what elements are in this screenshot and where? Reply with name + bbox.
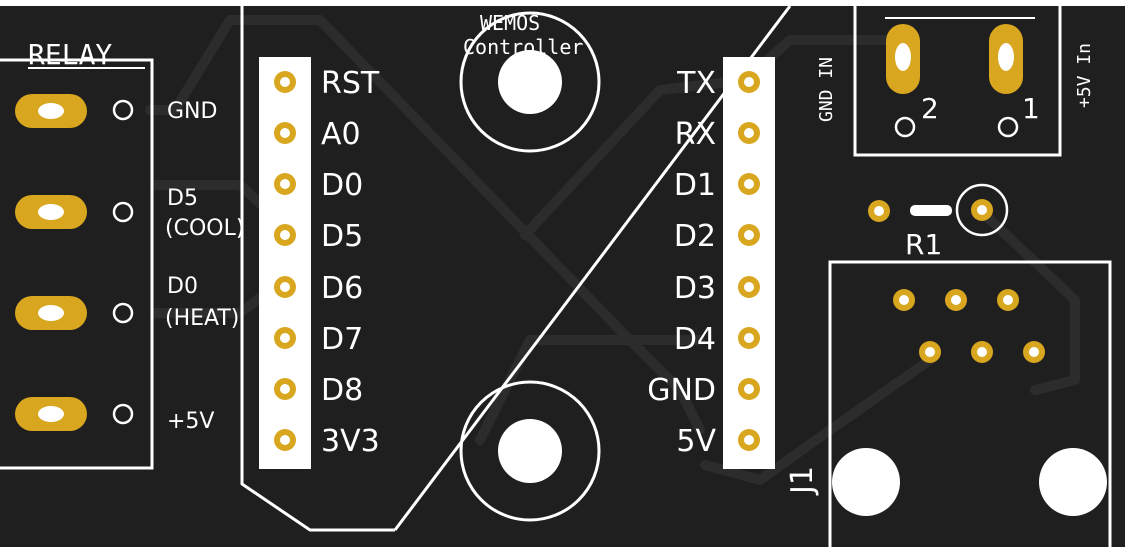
pin-label: D2	[674, 219, 716, 254]
mounting-hole	[498, 419, 562, 483]
connector-mount-hole	[832, 448, 900, 516]
header-pad-hole	[280, 179, 290, 189]
pin-label: D4	[674, 322, 716, 357]
header-pad-hole	[744, 435, 754, 445]
pin-label: 3V3	[321, 424, 380, 459]
wemos-outline-left	[240, 6, 395, 532]
connector-pad-hole	[951, 295, 961, 305]
power-via	[997, 116, 1019, 138]
relay-label-5v: +5V	[167, 409, 214, 434]
resistor-label: R1	[905, 228, 942, 261]
connector-pad-hole	[1029, 347, 1039, 357]
mounting-hole-ring	[459, 380, 601, 522]
power-pin-2-label: 2	[921, 92, 939, 125]
pin-label: D8	[321, 373, 363, 408]
relay-pads	[15, 94, 134, 431]
pin-label: D1	[674, 168, 716, 203]
header-right-strip	[723, 57, 775, 469]
resistor-body	[910, 205, 952, 216]
header-pad-hole	[744, 128, 754, 138]
header-pad-hole	[280, 384, 290, 394]
header-pad-hole	[280, 282, 290, 292]
connector-outline	[828, 260, 1112, 547]
header-pad-hole	[744, 333, 754, 343]
mounting-hole-ring	[459, 11, 601, 153]
connector-pads	[893, 289, 1045, 363]
connector-mount-hole	[1039, 448, 1107, 516]
relay-pad-hole	[38, 103, 64, 119]
power-terminal-outline	[853, 6, 1062, 157]
connector-pad-hole	[1003, 295, 1013, 305]
pin-label: RST	[321, 66, 380, 101]
copper-traces	[145, 15, 1080, 485]
header-left-pads	[274, 71, 296, 451]
connector-pad-hole	[925, 347, 935, 357]
power-gnd-label: GND IN	[816, 57, 837, 122]
resistor-pad-hole	[874, 206, 884, 216]
power-pad-hole	[998, 43, 1014, 71]
connector-pad-hole	[899, 295, 909, 305]
header-pad-hole	[280, 435, 290, 445]
header-right-pads	[738, 71, 760, 451]
relay-via	[112, 302, 134, 324]
pin-label: A0	[321, 117, 361, 152]
relay-label-d0: D0	[167, 274, 198, 299]
pin-label: TX	[676, 66, 716, 101]
header-pad-hole	[280, 230, 290, 240]
power-vin-label: +5V In	[1074, 43, 1095, 108]
relay-outline	[0, 58, 154, 470]
relay-via	[112, 201, 134, 223]
relay-via	[112, 403, 134, 425]
pin-label: RX	[675, 117, 716, 152]
connector-pad-hole	[977, 347, 987, 357]
power-pin-1-label: 1	[1022, 92, 1040, 125]
relay-pad-hole	[38, 204, 64, 220]
pin-label: D7	[321, 322, 363, 357]
header-pad-hole	[280, 333, 290, 343]
power-pad-hole	[895, 43, 911, 71]
pin-label: D6	[321, 271, 363, 306]
mounting-hole	[498, 50, 562, 114]
relay-label-gnd: GND	[167, 99, 217, 124]
header-right-labels: TX RX D1 D2 D3 D4 GND 5V	[647, 66, 716, 459]
resistor-pad-hole	[977, 205, 987, 215]
resistor-outline	[955, 183, 1009, 237]
relay-label-d5: D5	[167, 186, 198, 211]
header-pad-hole	[744, 230, 754, 240]
connector-label: J1	[785, 466, 820, 496]
header-pad-hole	[280, 128, 290, 138]
header-pad-hole	[280, 77, 290, 87]
header-pad-hole	[744, 77, 754, 87]
header-pad-hole	[744, 282, 754, 292]
relay-pad-hole	[38, 406, 64, 422]
header-pad-hole	[744, 179, 754, 189]
header-pad-hole	[744, 384, 754, 394]
relay-label-heat: (HEAT)	[165, 306, 239, 331]
relay-title: RELAY	[28, 38, 112, 71]
relay-via	[112, 99, 134, 121]
header-left-labels: RST A0 D0 D5 D6 D7 D8 3V3	[321, 66, 380, 459]
relay-pad-hole	[38, 305, 64, 321]
relay-label-cool: (COOL)	[165, 216, 244, 241]
pin-label: GND	[647, 373, 716, 408]
pin-label: 5V	[676, 424, 716, 459]
header-left-strip	[259, 57, 311, 469]
pin-label: D5	[321, 219, 363, 254]
pin-label: D0	[321, 168, 363, 203]
power-via	[894, 116, 916, 138]
pin-label: D3	[674, 271, 716, 306]
